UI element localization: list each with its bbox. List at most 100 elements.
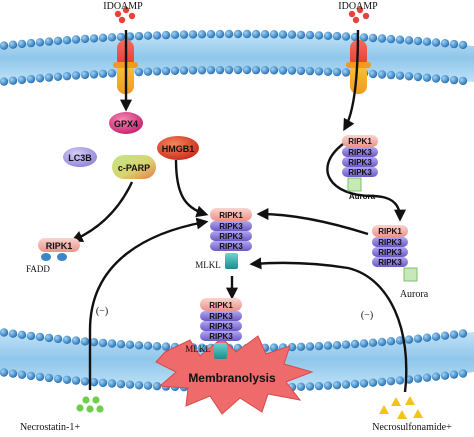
phospholipid-head — [107, 379, 117, 388]
ripk3-label: RIPK3 — [378, 248, 402, 257]
ripk1-fadd-complex: RIPK1 FADD — [26, 238, 80, 274]
phospholipid-head — [188, 66, 198, 75]
phospholipid-head — [179, 66, 189, 75]
phospholipid-head — [161, 342, 171, 351]
phospholipid-head — [323, 381, 333, 390]
phospholipid-head — [359, 339, 369, 348]
phospholipid-head — [134, 31, 144, 41]
phospholipid-head — [170, 30, 180, 39]
phospholipid-head — [458, 329, 468, 338]
aurora-kinase-box — [403, 267, 418, 282]
ripk3-label: RIPK3 — [209, 332, 233, 341]
phospholipid-head — [368, 338, 378, 347]
phospholipid-head — [305, 66, 315, 76]
phospholipid-head — [458, 76, 468, 86]
lc3b-node: LC3B — [63, 147, 97, 167]
phospholipid-head — [107, 339, 117, 348]
phospholipid-head — [62, 36, 72, 45]
ripk1-label: RIPK1 — [209, 301, 233, 310]
phospholipid-head — [80, 70, 90, 80]
phospholipid-head — [62, 335, 72, 344]
ripk3-label: RIPK3 — [219, 242, 243, 251]
phospholipid-head — [71, 336, 81, 345]
phospholipid-head — [386, 337, 396, 346]
phospholipid-head — [44, 73, 54, 82]
phospholipid-head — [71, 35, 81, 44]
phospholipid-head — [152, 67, 162, 76]
phospholipid-head — [215, 65, 225, 75]
arrow-cparp-to-ripk1-fadd — [70, 181, 134, 242]
phospholipid-head — [44, 373, 54, 383]
phospholipid-head — [260, 30, 270, 39]
phospholipid-head — [332, 31, 342, 41]
phospholipid-head — [80, 377, 90, 386]
phospholipid-head — [197, 30, 207, 39]
phospholipid-head — [305, 30, 315, 40]
fadd-label: FADD — [26, 264, 50, 274]
phospholipid-head — [0, 368, 9, 377]
phospholipid-head — [440, 39, 450, 48]
phospholipid-head — [44, 37, 54, 46]
phospholipid-head — [197, 343, 207, 352]
phospholipid-head — [17, 370, 27, 379]
phospholipid-head — [395, 71, 405, 80]
phospholipid-head — [386, 70, 396, 80]
phospholipid-head — [377, 337, 387, 347]
phospholipid-head — [134, 67, 144, 77]
ligand-dot — [362, 12, 370, 20]
phospholipid-head — [422, 73, 432, 82]
ripk3-label: RIPK3 — [348, 158, 372, 167]
top-membrane — [0, 29, 474, 86]
phospholipid-head — [8, 76, 18, 85]
necrosulfonamide-label: Necrosulfonamide+ — [372, 422, 452, 433]
phospholipid-head — [395, 336, 405, 345]
phospholipid-head — [341, 380, 351, 389]
phospholipid-head — [116, 340, 126, 349]
phospholipid-head — [422, 37, 432, 46]
ripk3-label: RIPK3 — [209, 322, 233, 331]
ligand-dot — [356, 6, 364, 14]
gpx4-label: GPX4 — [114, 119, 138, 129]
phospholipid-head — [17, 330, 27, 339]
inhibition-sign-left: (−) — [96, 306, 108, 317]
phospholipid-head — [26, 371, 36, 381]
phospholipid-head — [206, 65, 216, 75]
phospholipid-head — [341, 68, 351, 77]
phospholipid-head — [224, 29, 234, 39]
arrow-complex-to-aurora — [326, 143, 406, 222]
phospholipid-head — [413, 374, 423, 383]
phospholipid-head — [413, 36, 423, 46]
phospholipid-head — [53, 334, 63, 344]
ripk3-label: RIPK3 — [348, 148, 372, 157]
hmgb1-label: HMGB1 — [162, 144, 195, 154]
phospholipid-head — [98, 33, 108, 42]
phospholipid-head — [431, 74, 441, 83]
phospholipid-head — [233, 29, 243, 39]
phospholipid-head — [413, 334, 423, 343]
phospholipid-head — [17, 39, 27, 49]
phospholipid-head — [0, 328, 9, 337]
phospholipid-head — [359, 33, 369, 42]
mlkl-block — [225, 253, 238, 269]
phospholipid-head — [449, 370, 459, 379]
phospholipid-head — [251, 29, 261, 39]
arrow-receptor-right-to-complex — [343, 29, 360, 132]
phospholipid-head — [377, 70, 387, 79]
phospholipid-head — [449, 75, 459, 85]
phospholipid-head — [404, 72, 414, 81]
phospholipid-head — [107, 69, 117, 78]
phospholipid-head — [161, 66, 171, 76]
phospholipid-head — [431, 38, 441, 47]
fadd-domain — [41, 253, 51, 261]
phospholipid-head — [431, 372, 441, 381]
phospholipid-head — [125, 340, 135, 349]
phospholipid-head — [98, 338, 108, 348]
phospholipid-head — [35, 332, 45, 342]
phospholipid-head — [62, 72, 72, 81]
phospholipid-head — [71, 376, 81, 385]
idoamp-label-right: IDOAMP — [338, 1, 378, 12]
ligand-dot — [118, 16, 126, 24]
phospholipid-head — [197, 66, 207, 75]
ligand-dot — [348, 10, 356, 18]
